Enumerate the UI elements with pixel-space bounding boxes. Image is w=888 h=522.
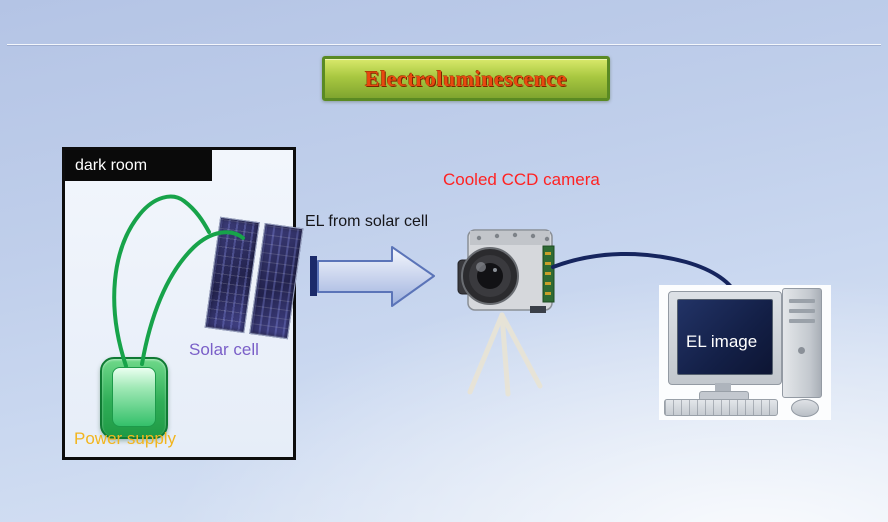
power-supply-label: Power supply [74,429,177,448]
el-from-solar-cell-label: EL from solar cell [305,213,428,230]
el-arrow-body [317,246,435,307]
top-divider-line [7,44,881,45]
monitor-screen: EL image [677,299,773,375]
monitor: EL image [668,291,782,385]
dark-room-label: dark room [75,156,148,174]
computer-tower [782,288,822,398]
cooled-ccd-camera-label: Cooled CCD camera [443,170,600,189]
tower-slot [789,319,815,323]
monitor-neck [715,383,731,392]
tower-slot [789,299,815,303]
dark-room-header: dark room [65,150,212,181]
solar-cell-label: Solar cell [189,340,259,359]
power-supply-icon [100,357,168,439]
keyboard [664,399,778,416]
tower-slot [789,309,815,313]
camera-glow [444,218,560,328]
el-arrow [310,246,435,307]
tower-power-button [798,347,805,354]
mouse [791,399,819,417]
el-arrow-bar [310,256,317,296]
el-image-label: EL image [686,332,758,351]
solar-cell-image [204,216,304,340]
computer-image: EL image [659,285,831,420]
title-banner: Electroluminescence [322,56,610,101]
power-supply-core [112,367,156,427]
page-title: Electroluminescence [364,65,568,91]
